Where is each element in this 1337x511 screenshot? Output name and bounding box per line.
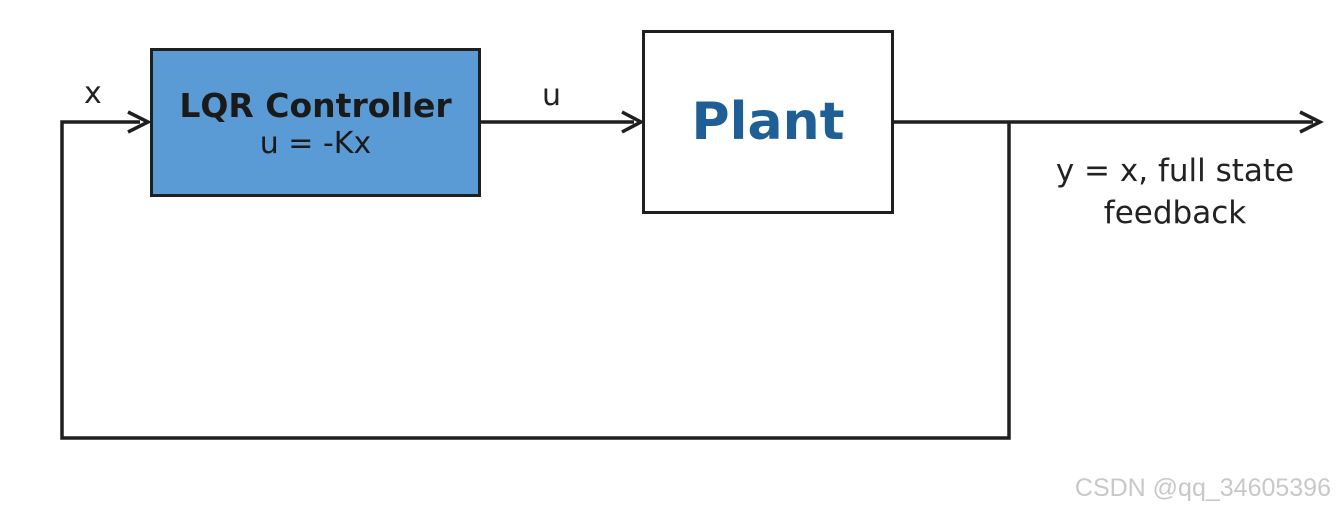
output-label-line-1: y = x, full state	[1055, 153, 1295, 189]
plant-title: Plant	[691, 92, 845, 152]
plant-block: Plant	[642, 30, 894, 214]
output-arrow-head	[1299, 110, 1324, 134]
feedback-path	[60, 120, 1011, 440]
output-label-line-2: feedback	[1103, 195, 1247, 231]
input-label: x	[84, 76, 102, 111]
control-signal-label: u	[542, 78, 562, 113]
control-arrow-head	[621, 110, 645, 134]
lqr-controller-block: LQR Controller u = -Kx	[150, 48, 481, 197]
control-law: u = -Kx	[259, 126, 372, 161]
output-label: y = x, full state feedback	[1030, 150, 1320, 234]
watermark: CSDN @qq_34605396	[1074, 474, 1331, 502]
input-arrow-head	[127, 110, 152, 134]
controller-title: LQR Controller	[179, 86, 452, 125]
